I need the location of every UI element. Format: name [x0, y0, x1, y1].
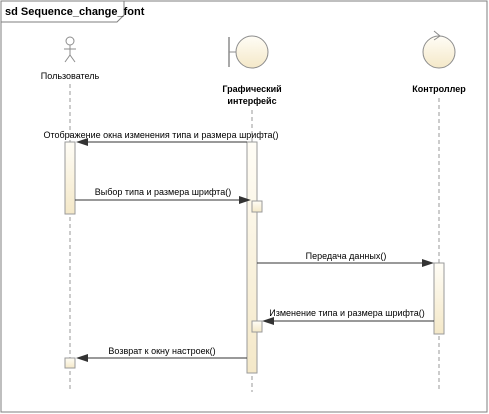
- message-5: Возврат к окну настроек(): [76, 346, 247, 362]
- message-3-label: Передача данных(): [306, 251, 387, 261]
- activation-user-1: [64, 141, 76, 215]
- lifeline-user: Пользователь: [41, 36, 100, 392]
- activation-gui-nested-1: [251, 200, 263, 213]
- arrowhead-left-icon: [262, 317, 274, 325]
- lifeline-controller: Контроллер: [412, 30, 466, 392]
- lifeline-gui-label-line2: интерфейс: [227, 96, 276, 106]
- lifeline-controller-label: Контроллер: [412, 84, 466, 94]
- arrowhead-left-icon: [76, 354, 88, 362]
- activation-controller: [433, 262, 445, 335]
- activation-user-2: [64, 357, 76, 369]
- lifeline-gui-label-line1: Графический: [222, 84, 281, 94]
- message-1-label: Отображение окна изменения типа и размер…: [43, 130, 278, 140]
- frame-title: sd Sequence_change_font: [5, 6, 145, 18]
- message-5-label: Возврат к окну настроек(): [108, 346, 215, 356]
- control-icon: [422, 30, 456, 69]
- message-4-label: Изменение типа и размера шрифта(): [269, 308, 425, 318]
- activation-gui-main: [246, 141, 258, 374]
- frame-title-tab: [0, 0, 125, 23]
- message-4: Изменение типа и размера шрифта(): [262, 308, 434, 325]
- arrowhead-left-icon: [76, 138, 88, 146]
- lifeline-user-label: Пользователь: [41, 71, 100, 81]
- message-2: Выбор типа и размера шрифта(): [75, 187, 251, 204]
- message-1: Отображение окна изменения типа и размер…: [43, 130, 279, 146]
- activation-gui-nested-2: [251, 320, 263, 333]
- boundary-icon: [228, 35, 269, 69]
- actor-icon: [64, 36, 76, 63]
- arrowhead-right-icon: [422, 259, 434, 267]
- lifeline-gui: Графический интерфейс: [222, 35, 282, 392]
- message-3: Передача данных(): [257, 251, 434, 267]
- arrowhead-right-icon: [239, 196, 251, 204]
- message-2-label: Выбор типа и размера шрифта(): [95, 187, 231, 197]
